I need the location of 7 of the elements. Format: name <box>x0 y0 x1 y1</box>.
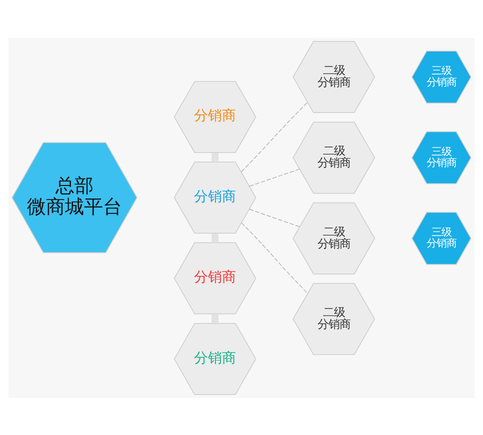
connector <box>212 152 218 162</box>
connector <box>212 314 218 323</box>
connector <box>249 208 300 227</box>
connector <box>240 101 308 172</box>
connector <box>240 222 308 294</box>
connector <box>249 168 300 186</box>
connector <box>212 233 218 242</box>
